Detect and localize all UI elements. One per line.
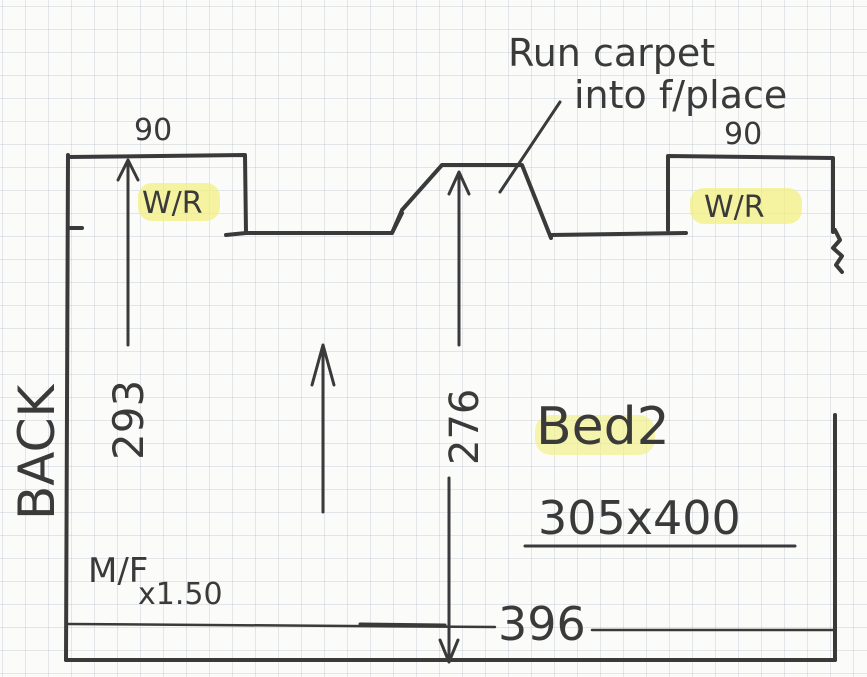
- mf-label: M/F: [88, 551, 148, 591]
- arrow-276: [447, 170, 471, 347]
- wall-segment-right: [549, 231, 688, 237]
- wr-right-label: W/R: [704, 190, 765, 225]
- bed2-highlight: [535, 415, 655, 455]
- width-dim-end: [358, 622, 447, 627]
- arrow-276-lower: [438, 476, 460, 664]
- wr-right-highlight: [690, 188, 802, 224]
- width-label: 396: [498, 597, 586, 651]
- right-wall-upper: [831, 228, 844, 274]
- mf-multiplier: x1.50: [138, 577, 223, 612]
- back-wall-label: BACK: [8, 383, 66, 520]
- depth-wr-label: 293: [104, 380, 153, 460]
- room-name: Bed2: [536, 397, 670, 457]
- wr-left-highlight: [138, 183, 220, 221]
- back-wall: [64, 153, 70, 662]
- note-line2: into f/place: [574, 73, 787, 117]
- wr-left-label: W/R: [142, 186, 203, 221]
- arrow-center: [310, 343, 336, 514]
- wardrobe-left-outline: [66, 153, 248, 237]
- note-line1: Run carpet: [508, 31, 715, 75]
- room-size: 305x400: [538, 491, 741, 545]
- arrow-293: [116, 158, 140, 347]
- wardrobe-right-outline: [666, 154, 835, 234]
- wr-right-width: 90: [724, 117, 762, 152]
- depth-main-label: 276: [442, 389, 488, 465]
- chimney-inner: [390, 211, 404, 235]
- width-dimension-line: [66, 622, 835, 632]
- chimney-breast: [244, 163, 553, 240]
- annotation-leader: [498, 100, 562, 194]
- wr-left-width: 90: [134, 113, 172, 148]
